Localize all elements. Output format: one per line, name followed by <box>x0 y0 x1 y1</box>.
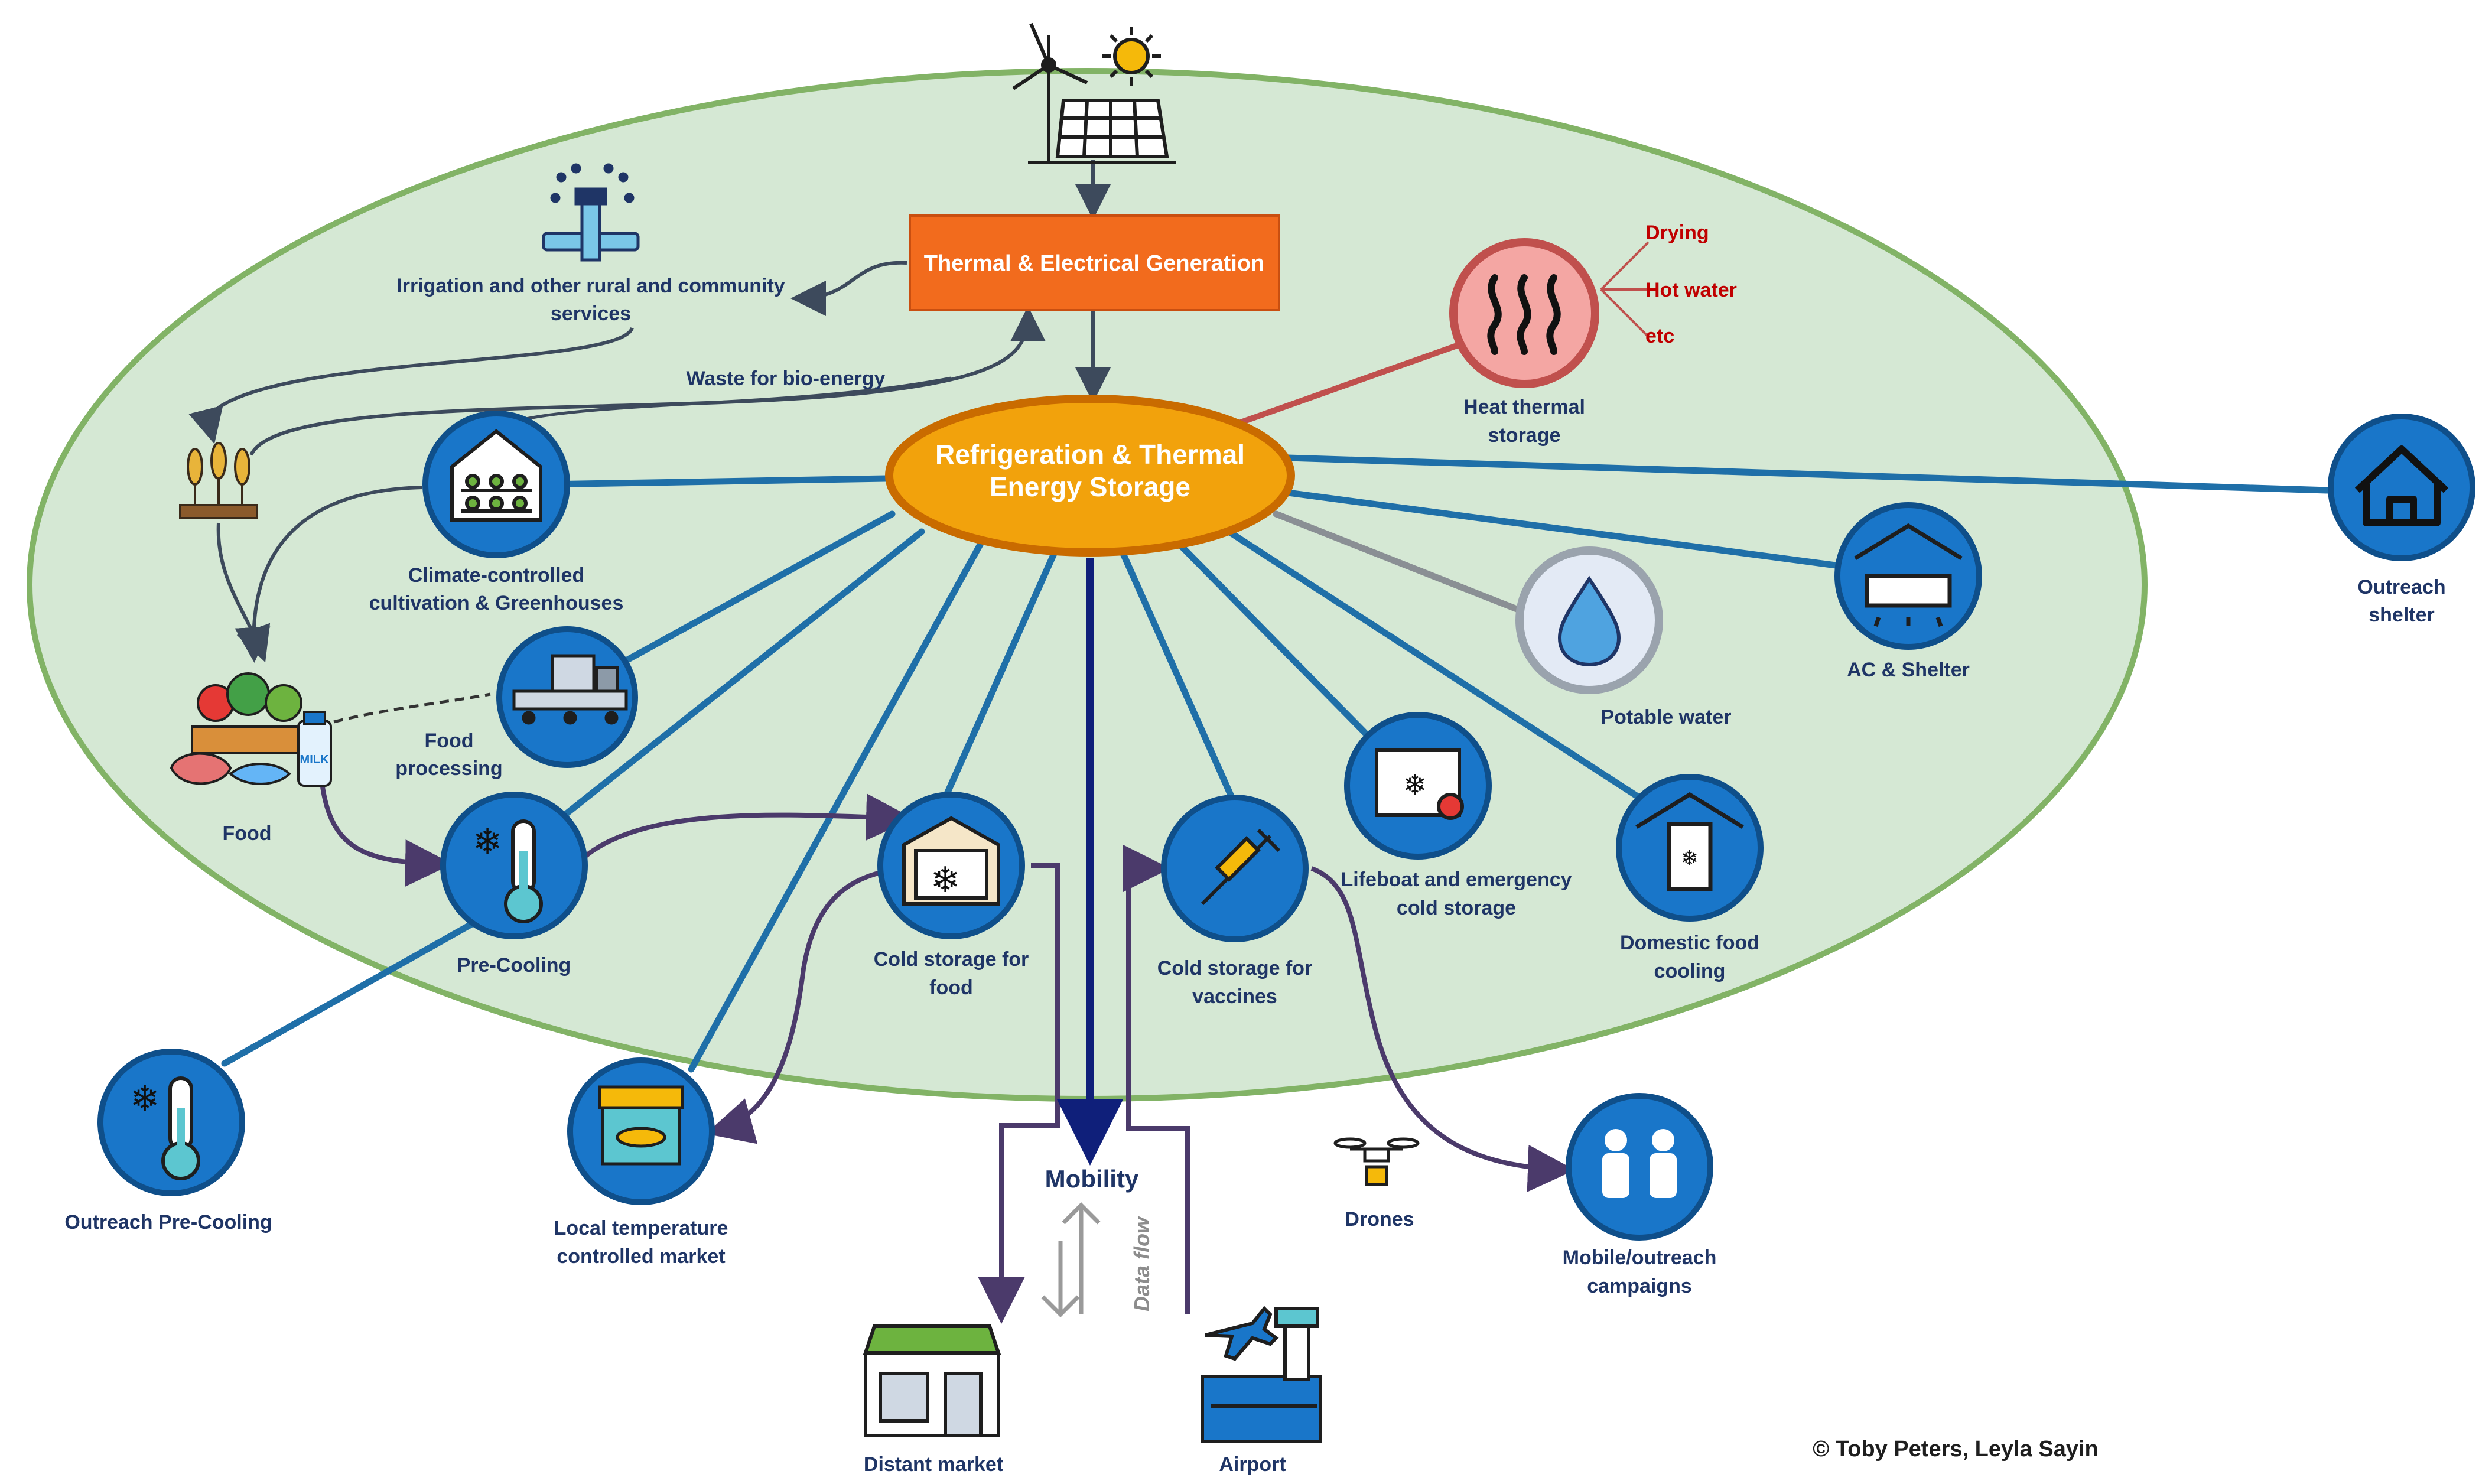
health-workers-icon <box>1602 1129 1677 1198</box>
heat-output-hot-water: Hot water <box>1645 279 1737 301</box>
snowflake-icon: ❄ <box>473 821 502 863</box>
house-icon <box>2354 445 2449 526</box>
cold-food-label-line2: food <box>929 977 973 999</box>
lifeboat-label-line1: Lifeboat and emergency <box>1341 868 1572 891</box>
heat-output-etc: etc <box>1645 325 1674 347</box>
drone-icon <box>1333 1137 1420 1186</box>
irrigation-label-line1: Irrigation and other rural and community <box>396 275 785 297</box>
cold-food-snowflake-icon: ❄ <box>931 860 960 901</box>
link-food-to-processing <box>333 692 491 724</box>
greenhouse-label-line1: Climate-controlled <box>408 564 584 587</box>
airport-icon <box>1201 1306 1322 1443</box>
arrow-vaccines-to-campaigns <box>1310 866 1575 1192</box>
greenhouse-label-line2: cultivation & Greenhouses <box>369 592 624 614</box>
milk-label: MILK <box>300 753 329 766</box>
heat-output-branches <box>1600 241 1650 338</box>
arrow-irrigation-to-crops <box>188 327 634 444</box>
cold-vaccines-label-line1: Cold storage for <box>1157 957 1313 979</box>
data-flow-label: Data flow <box>1130 1216 1154 1311</box>
outreach-shelter-label-line1: Outreach <box>2357 576 2445 598</box>
cold-food-label-line1: Cold storage for <box>874 948 1029 971</box>
shop-icon <box>863 1324 1001 1437</box>
precooling-label: Pre-Cooling <box>457 954 571 977</box>
local-market-label-line2: controlled market <box>557 1245 725 1268</box>
renewables-icon <box>1012 22 1176 164</box>
water-drop-icon <box>1557 575 1621 667</box>
lifeboat-label-line2: cold storage <box>1397 897 1516 919</box>
link-heat-storage <box>1238 340 1468 425</box>
distant-market-label: Distant market <box>864 1453 1003 1476</box>
cold-room-icon <box>902 816 1000 906</box>
syringe-icon <box>1201 828 1281 906</box>
copyright-credit: © Toby Peters, Leyla Sayin <box>1813 1437 2098 1462</box>
heat-label-line2: storage <box>1488 424 1561 447</box>
outreach-precooling-label: Outreach Pre-Cooling <box>64 1211 272 1234</box>
sprinkler-icon <box>542 163 640 262</box>
freezer-icon <box>1375 748 1464 820</box>
data-flow-arrows <box>1041 1202 1101 1317</box>
link-precooling <box>546 528 925 831</box>
heat-label-line1: Heat thermal <box>1463 396 1585 418</box>
link-cold-food <box>942 549 1058 801</box>
processing-machine-icon <box>512 654 628 725</box>
arrow-airport-to-vaccines <box>1123 845 1190 1314</box>
campaigns-node <box>1566 1093 1713 1241</box>
greenhouse-icon <box>450 429 542 522</box>
potable-water-label: Potable water <box>1600 706 1731 728</box>
link-domestic <box>1225 528 1652 807</box>
link-cold-vaccines <box>1119 549 1235 801</box>
link-greenhouse <box>543 475 890 488</box>
air-conditioner-icon <box>1854 523 1963 627</box>
arrow-cold-food-to-local-market <box>705 866 905 1144</box>
ac-label: AC & Shelter <box>1847 659 1970 681</box>
food-icon <box>170 672 332 787</box>
local-market-label-line1: Local temperature <box>554 1217 728 1239</box>
food-processing-label-line2: processing <box>395 757 502 780</box>
outreach-snowflake-icon: ❄ <box>130 1078 160 1119</box>
food-processing-label-line1: Food <box>424 730 473 752</box>
market-stall-icon <box>598 1085 684 1166</box>
outreach-shelter-label-line2: shelter <box>2369 604 2435 626</box>
drones-label: Drones <box>1345 1208 1414 1231</box>
arrow-greenhouse-to-food <box>235 486 423 663</box>
irrigation-label-line2: services <box>551 302 631 325</box>
thermometer-icon <box>504 819 543 923</box>
campaigns-label-line1: Mobile/outreach <box>1563 1247 1717 1269</box>
heat-output-drying: Drying <box>1645 222 1709 244</box>
link-local-market <box>688 540 984 1073</box>
storage-label-line2: Energy Storage <box>990 471 1190 502</box>
storage-node <box>885 395 1295 556</box>
link-potable-water <box>1273 510 1534 618</box>
domestic-snowflake-icon: ❄ <box>1681 847 1699 871</box>
fridge-house-icon <box>1635 792 1744 891</box>
outreach-shelter-node <box>2328 414 2475 561</box>
arrow-food-to-precooling <box>320 782 453 887</box>
cold-vaccines-label-line2: vaccines <box>1192 985 1277 1008</box>
domestic-label-line1: Domestic food <box>1620 932 1759 954</box>
link-ac <box>1267 487 1853 571</box>
lifeboat-snowflake-icon: ❄ <box>1403 769 1427 802</box>
airport-label: Airport <box>1219 1453 1286 1476</box>
mobility-label: Mobility <box>1045 1165 1139 1193</box>
heat-waves-icon <box>1487 274 1561 355</box>
generation-box <box>909 214 1280 311</box>
waste-label: Waste for bio-energy <box>687 367 886 390</box>
link-outreach-shelter <box>1284 454 2331 494</box>
arrow-precooling-to-cold-food <box>583 793 913 859</box>
generation-label: Thermal & Electrical Generation <box>924 251 1265 276</box>
storage-label-line1: Refrigeration & Thermal <box>935 439 1245 470</box>
crops-icon <box>179 442 258 519</box>
link-food-processing <box>599 510 896 677</box>
food-label: Food <box>222 822 271 845</box>
arrow-generation-to-irrigation <box>790 261 907 316</box>
campaigns-label-line2: campaigns <box>1587 1275 1692 1297</box>
link-lifeboat <box>1178 543 1368 736</box>
storage-links <box>221 454 2331 1073</box>
outreach-thermometer-icon <box>161 1076 200 1180</box>
domestic-label-line2: cooling <box>1654 960 1726 982</box>
